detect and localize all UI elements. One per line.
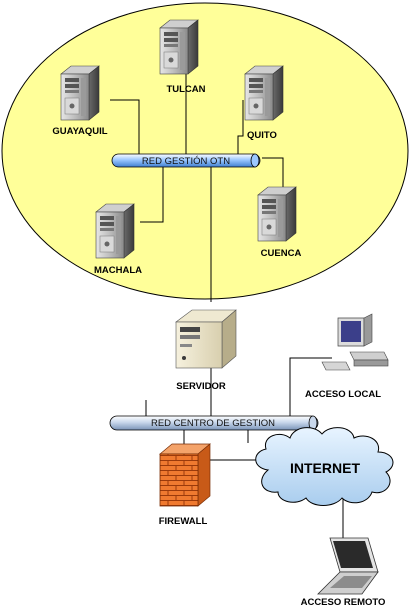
node-tulcan-label: TULCAN [166, 84, 205, 95]
node-cuenca[interactable]: CUENCA [257, 186, 302, 259]
node-machala-label: MACHALA [94, 265, 142, 276]
node-internet-label: INTERNET [290, 460, 360, 476]
server-tower-icon [60, 65, 100, 121]
server-tower-icon [257, 186, 297, 242]
desktop-computer-icon [321, 313, 389, 371]
server-tower-icon [95, 203, 135, 259]
node-acceso-remoto[interactable]: ACCESO REMOTO [301, 537, 386, 608]
otn-bus-label: RED GESTIÓN OTN [142, 156, 230, 167]
centro-gestion-bus: RED CENTRO DE GESTION [109, 415, 319, 431]
node-firewall-label: FIREWALL [159, 516, 208, 527]
node-servidor[interactable]: SERVIDOR [175, 309, 237, 392]
node-tulcan[interactable]: TULCAN [159, 19, 206, 95]
node-guayaquil[interactable]: GUAYAQUIL [52, 65, 108, 137]
otn-links [110, 64, 284, 302]
server-tower-icon [159, 19, 199, 75]
server-tower-icon [244, 65, 284, 121]
centro-gestion-bus-label: RED CENTRO DE GESTION [151, 418, 275, 429]
node-quito[interactable]: QUITO [244, 65, 284, 141]
laptop-icon [317, 537, 379, 595]
node-firewall[interactable]: FIREWALL [159, 443, 211, 527]
node-acceso-local[interactable]: ACCESO LOCAL [305, 313, 389, 400]
server-icon [175, 309, 237, 369]
node-acceso-remoto-label: ACCESO REMOTO [301, 597, 386, 608]
node-cuenca-label: CUENCA [261, 248, 302, 259]
cloud-icon [255, 427, 394, 506]
node-internet[interactable]: INTERNET [255, 427, 394, 506]
node-guayaquil-label: GUAYAQUIL [52, 126, 107, 137]
otn-bus: RED GESTIÓN OTN [111, 153, 261, 168]
node-machala[interactable]: MACHALA [94, 203, 142, 276]
firewall-brick-icon [159, 443, 211, 507]
node-quito-label: QUITO [247, 130, 277, 141]
otn-network-area [1, 2, 409, 300]
node-servidor-label: SERVIDOR [176, 381, 226, 392]
node-acceso-local-label: ACCESO LOCAL [305, 389, 381, 400]
